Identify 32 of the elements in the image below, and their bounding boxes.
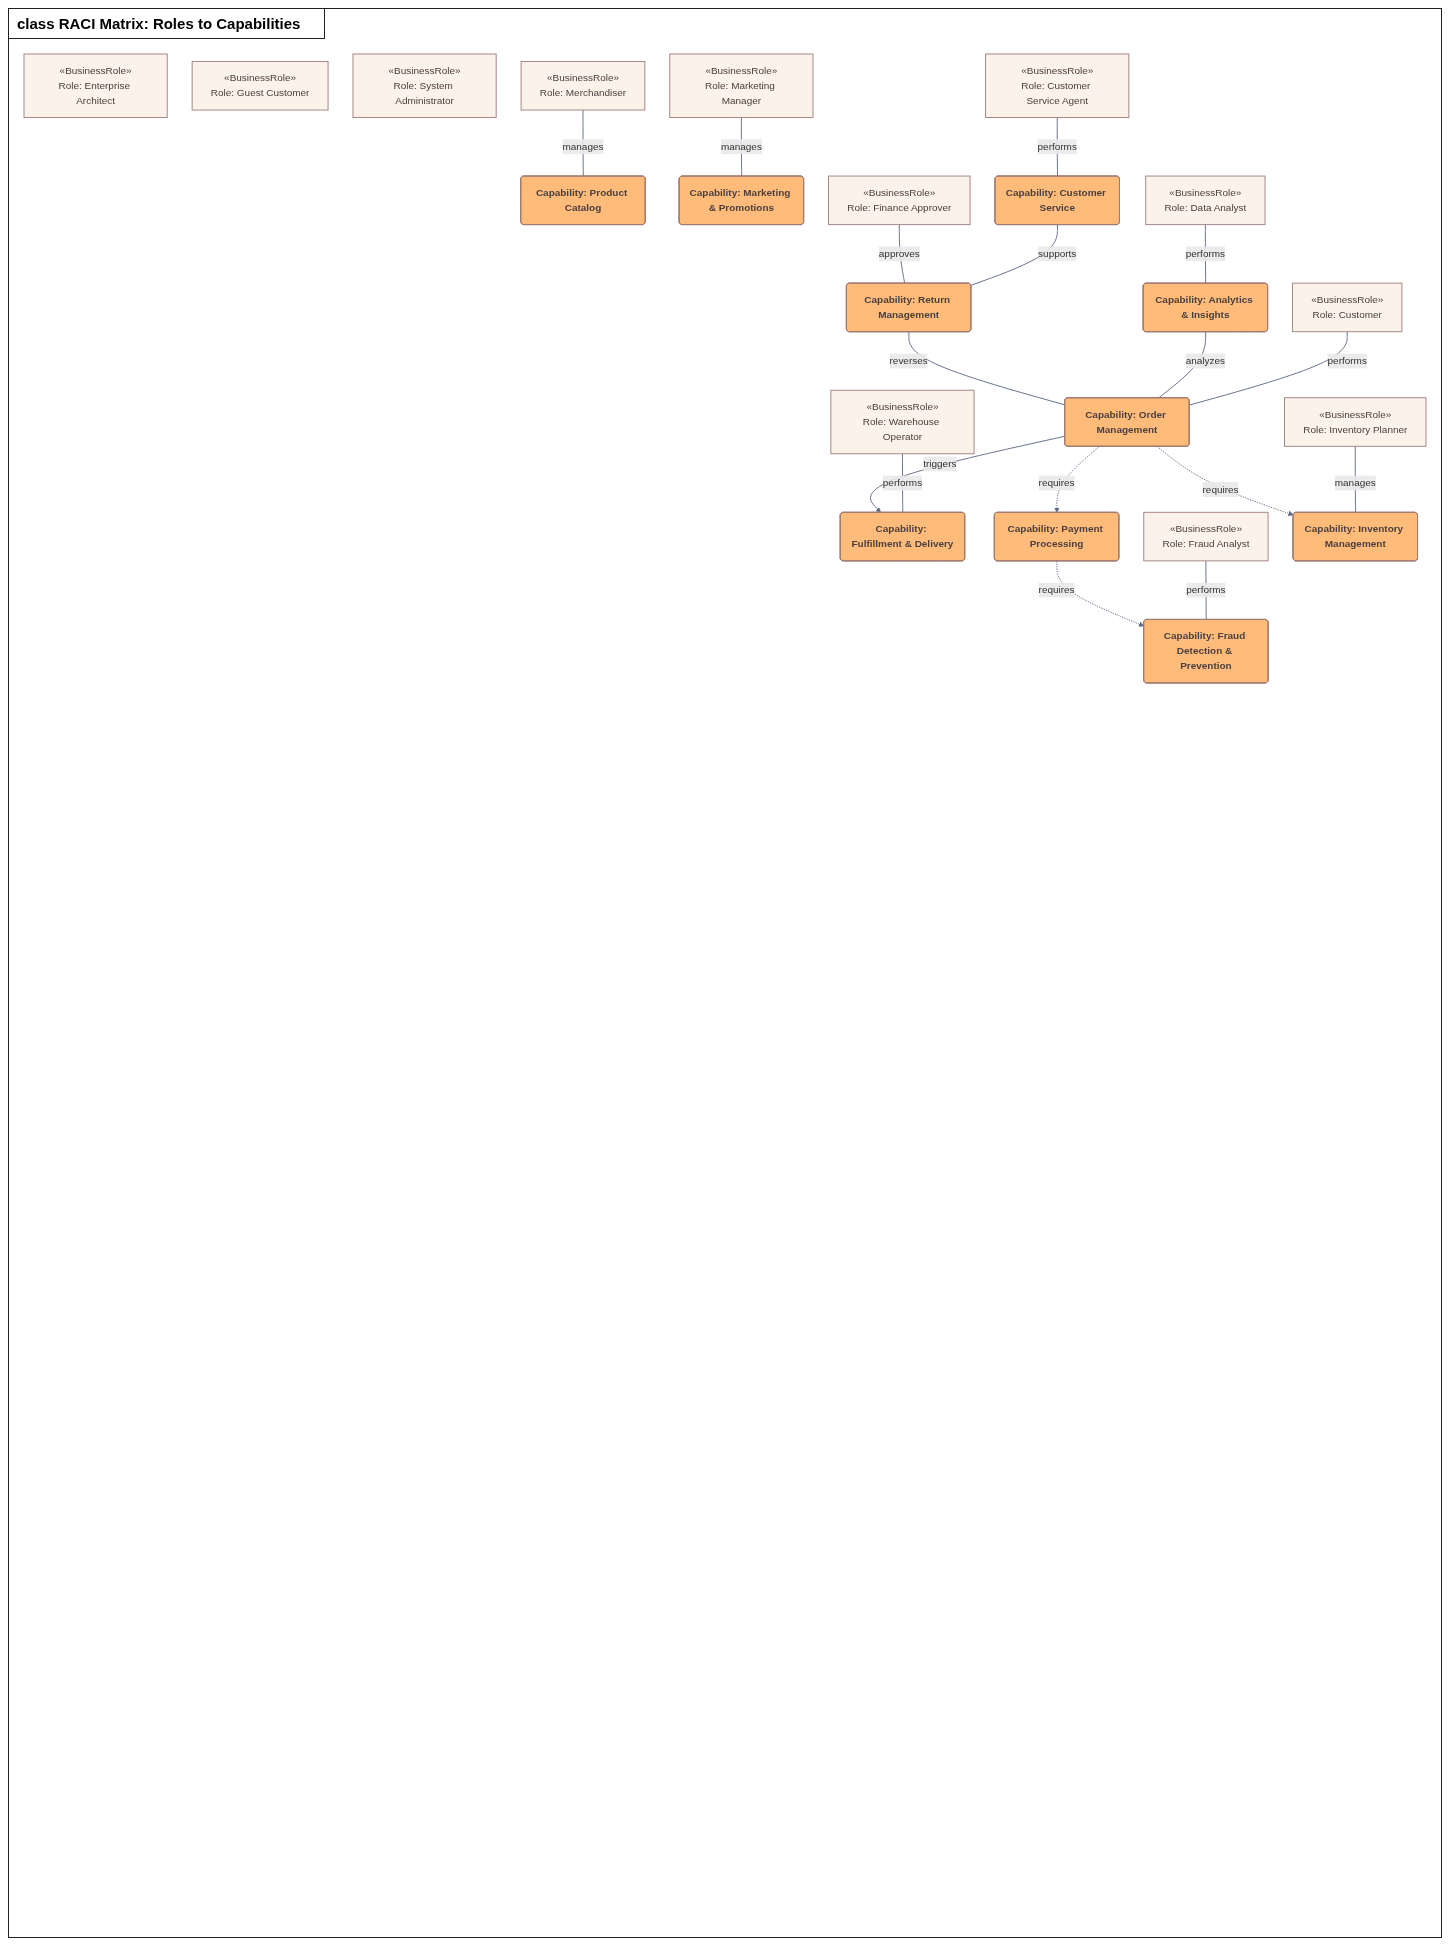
node-box: «BusinessRole» Role: Guest Customer <box>191 61 329 111</box>
node-box: «BusinessRole» Role: Data Analyst <box>1145 175 1266 226</box>
edge-label: performs <box>1185 248 1226 259</box>
edge-label: performs <box>882 477 923 489</box>
node-box: «BusinessRole» Role: Merchandiser <box>520 61 646 111</box>
node-box: «BusinessRole» Role: Warehouse Operator <box>830 389 975 455</box>
node-box: «BusinessRole» Role: Customer <box>1292 282 1403 333</box>
node-box: «BusinessRole» Role: Fraud Analyst <box>1143 511 1269 562</box>
connector <box>970 224 1058 286</box>
node-box: «BusinessRole» Role: Enterprise Architect <box>23 53 168 118</box>
edge-label: performs <box>1186 584 1226 596</box>
edge-label: approves <box>878 248 920 259</box>
node-box: «BusinessRole» Role: Marketing Manager <box>669 53 814 118</box>
node-box: «BusinessRole» Role: Customer Service Agent <box>985 53 1130 118</box>
connector <box>1189 331 1348 406</box>
node-box: «BusinessRole» Role: Inventory Planner <box>1284 397 1427 447</box>
edge-label: manages <box>1334 477 1376 489</box>
edge-label: performs <box>1327 355 1367 366</box>
edge-label: manages <box>562 141 604 152</box>
edge-label: performs <box>1037 141 1077 152</box>
edge-label: reverses <box>889 355 928 366</box>
edge-label: triggers <box>923 458 957 469</box>
edge-label: manages <box>720 141 762 152</box>
edge-label: requires <box>1202 483 1239 495</box>
edge-label: analyzes <box>1185 355 1226 366</box>
edge-label: requires <box>1038 477 1075 489</box>
connector <box>908 331 1066 406</box>
diagram-title: class RACI Matrix: Roles to Capabilities <box>9 9 326 39</box>
edge-label: supports <box>1038 248 1077 259</box>
edge-label: requires <box>1038 584 1075 596</box>
node-box: «BusinessRole» Role: Finance Approver <box>828 175 971 226</box>
node-box: «BusinessRole» Role: System Administrator <box>352 53 497 118</box>
